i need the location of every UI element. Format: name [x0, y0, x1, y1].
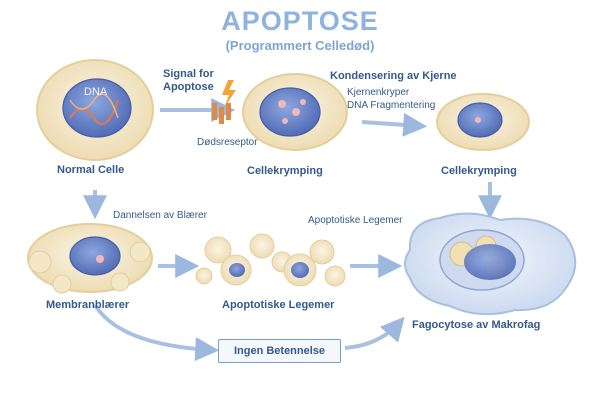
- arrow-shrink-to-shrink: [361, 112, 428, 137]
- signal-label: Signal for Apoptose: [163, 68, 214, 93]
- shrinking-2-label: Cellekrymping: [441, 165, 517, 177]
- macrophage: [404, 212, 577, 316]
- arrow-to-phagocytosis: [344, 316, 405, 350]
- normal-cell-label: Normal Celle: [57, 164, 125, 176]
- dna-label: DNA: [84, 86, 108, 98]
- bleb-formation-label: Dannelsen av Blærer: [113, 210, 207, 221]
- nuclear-shrink-label: Kjernenkryper: [347, 87, 410, 98]
- condensation-label: Kondensering av Kjerne: [330, 70, 457, 82]
- normal-cell: [36, 59, 154, 161]
- phagocytosis-label: Fagocytose av Makrofag: [412, 319, 541, 331]
- dna-helix-icon: [69, 99, 119, 125]
- page-title: APOPTOSE: [221, 6, 379, 36]
- shrinking-cell-1: [242, 73, 348, 151]
- apoptotic-bodies-bottom-label: Apoptotiske Legemer: [222, 299, 335, 311]
- page-subtitle: (Programmert Celledød): [225, 38, 375, 53]
- blebbing-cell: [27, 223, 153, 294]
- dna-fragmentation-label: DNA Fragmentering: [347, 100, 436, 111]
- shrinking-cell-2: [436, 93, 530, 151]
- membrane-blebs-label: Membranblærer: [46, 299, 130, 311]
- apoptotic-bodies-top-label: Apoptotiske Legemer: [308, 215, 403, 226]
- shrinking-1-label: Cellekrymping: [247, 165, 323, 177]
- arrow-to-no-inflammation: [93, 303, 220, 362]
- apoptotic-bodies: [195, 233, 346, 287]
- death-receptor-label: Dødsreseptor: [197, 137, 258, 148]
- death-receptor-icon: [212, 80, 236, 124]
- no-inflammation-box: Ingen Betennelse: [218, 339, 341, 363]
